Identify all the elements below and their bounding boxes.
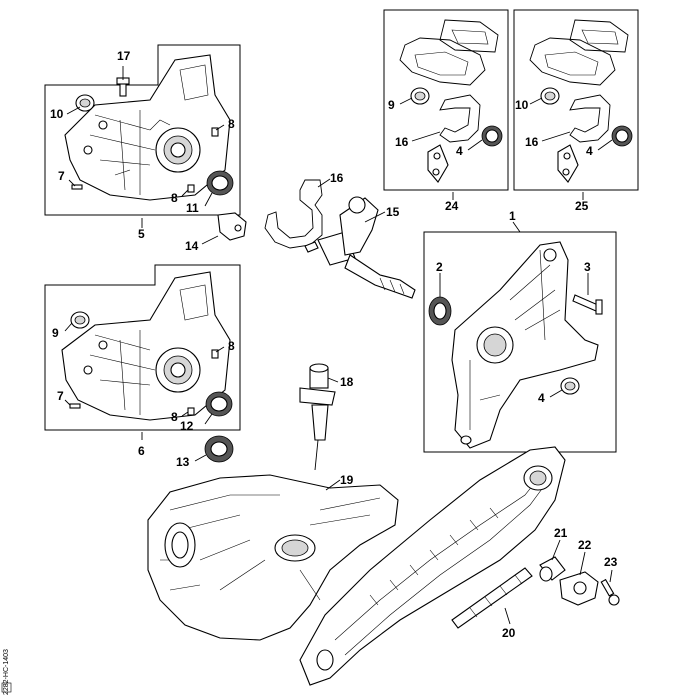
kit-box-24 — [383, 9, 509, 191]
callout-8-upper-a: 8 — [228, 117, 235, 131]
seal-9-lower — [70, 311, 90, 329]
main-housing — [147, 474, 399, 641]
seal-4-right — [560, 377, 580, 395]
crankshaft-15 — [304, 196, 416, 299]
callout-10-kit25: 10 — [515, 98, 529, 112]
leader-lines — [64, 66, 613, 625]
bearing-13 — [204, 435, 234, 463]
callout-17: 17 — [117, 49, 131, 63]
bolt-3 — [572, 294, 603, 315]
bearing-11 — [206, 170, 234, 196]
callout-16-kit24: 16 — [395, 135, 409, 149]
clip-14 — [217, 212, 247, 241]
callout-4-right: 4 — [538, 391, 545, 405]
callout-12: 12 — [180, 419, 194, 433]
callout-10-upper: 10 — [50, 107, 64, 121]
callout-9-lower: 9 — [52, 326, 59, 340]
kit-box-25 — [513, 9, 639, 191]
bearing-2 — [428, 296, 452, 326]
callout-8-lower-b: 8 — [171, 410, 178, 424]
kit-25-parts — [529, 19, 633, 183]
kit-box-6 — [44, 264, 241, 431]
crankcase-half-lower — [61, 271, 231, 421]
crankcase-half-upper — [64, 54, 231, 201]
callout-5: 5 — [138, 227, 145, 241]
callout-25: 25 — [575, 199, 589, 213]
cover-housing — [299, 446, 566, 686]
sleeve-21 — [539, 556, 566, 582]
callout-9-kit24: 9 — [388, 98, 395, 112]
kit-24-parts — [399, 19, 503, 183]
callout-23: 23 — [604, 555, 618, 569]
callout-3: 3 — [584, 260, 591, 274]
callout-13: 13 — [176, 455, 190, 469]
sleeve-8-lower-a — [211, 349, 219, 359]
sleeve-8-upper-a — [211, 127, 219, 137]
callout-11: 11 — [186, 201, 199, 215]
oil-pickup-18 — [299, 363, 336, 471]
callout-1: 1 — [509, 209, 516, 223]
pin-7-lower — [69, 403, 81, 409]
callout-20: 20 — [502, 626, 516, 640]
drawing-reference-code: 2282-HC-1403 — [3, 649, 10, 695]
kit-box-5 — [44, 44, 241, 216]
callout-16-center: 16 — [330, 171, 344, 185]
callout-15: 15 — [386, 205, 400, 219]
callout-8-upper-b: 8 — [171, 191, 178, 205]
callout-19: 19 — [340, 473, 354, 487]
callout-22: 22 — [578, 538, 592, 552]
gasket-16-center — [264, 179, 323, 249]
screw-17 — [116, 77, 130, 97]
callout-labels: 17 10 8 7 8 11 5 14 16 15 9 16 4 24 10 1… — [50, 49, 618, 640]
pin-7-upper — [71, 184, 83, 190]
callout-4-kit25: 4 — [586, 144, 593, 158]
rod-20 — [451, 567, 533, 629]
bearing-12 — [205, 391, 233, 417]
callout-7-upper: 7 — [58, 169, 65, 183]
callout-7-lower: 7 — [57, 389, 64, 403]
sleeve-8-lower-b — [187, 407, 195, 416]
callout-4-kit24: 4 — [456, 144, 463, 158]
sleeve-8-upper-b — [187, 184, 195, 193]
callout-14: 14 — [185, 239, 199, 253]
callout-6: 6 — [138, 444, 145, 458]
callout-16-kit25: 16 — [525, 135, 539, 149]
corner-mark — [1, 682, 12, 693]
screw-23 — [600, 578, 620, 606]
seal-10-upper — [75, 94, 95, 112]
callout-21: 21 — [554, 526, 568, 540]
crankcase-half-1 — [451, 241, 599, 449]
bracket-22 — [559, 571, 599, 606]
callout-18: 18 — [340, 375, 354, 389]
callout-8-lower-a: 8 — [228, 339, 235, 353]
callout-2: 2 — [436, 260, 443, 274]
callout-24: 24 — [445, 199, 459, 213]
